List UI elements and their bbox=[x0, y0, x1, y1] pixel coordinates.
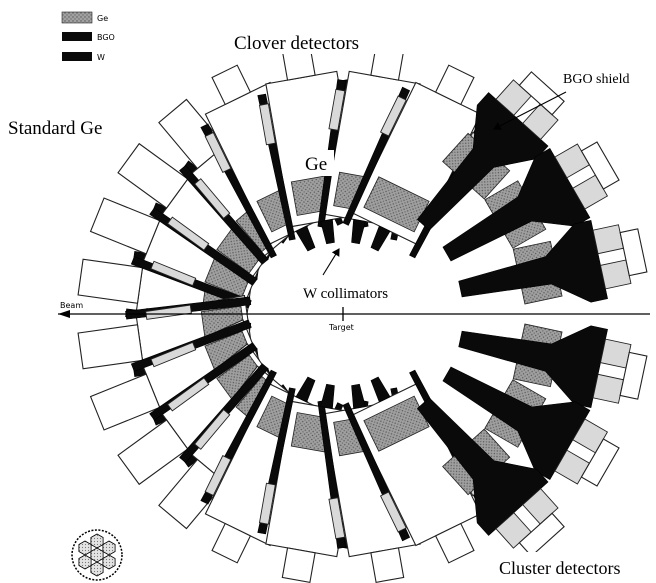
pm-tube bbox=[150, 341, 197, 368]
w-collimator bbox=[295, 376, 316, 403]
cluster-detector-2 bbox=[458, 220, 648, 305]
cluster-face-crystal bbox=[90, 561, 104, 577]
dewar bbox=[518, 71, 565, 116]
dewar bbox=[518, 512, 565, 557]
dewar bbox=[211, 522, 252, 564]
w-collimator bbox=[370, 225, 391, 252]
legend: Ge BGO W bbox=[61, 11, 115, 62]
legend-bgo-label: BGO bbox=[97, 33, 115, 42]
pm-tube bbox=[379, 491, 407, 533]
hexagonal-cluster-face-icon bbox=[71, 529, 123, 581]
w-collimator bbox=[320, 219, 335, 245]
bgo-shield-arrow bbox=[493, 91, 567, 130]
dewar bbox=[281, 547, 316, 583]
cluster-detector-1 bbox=[442, 141, 620, 262]
w-collimator bbox=[351, 383, 366, 409]
pm-tube bbox=[379, 95, 407, 137]
dewar bbox=[158, 458, 226, 530]
cluster-face-crystal bbox=[78, 554, 92, 570]
pm-tube bbox=[150, 260, 197, 287]
pm-tube bbox=[166, 216, 210, 251]
clover-detectors-label: Clover detectors bbox=[234, 33, 359, 54]
cluster-face-crystal bbox=[90, 533, 104, 549]
annotations: Clover detectors Standard Ge Ge BGO shie… bbox=[2, 26, 654, 580]
ge-label: Ge bbox=[305, 154, 327, 175]
legend-ge-swatch bbox=[61, 11, 93, 24]
pm-tube bbox=[204, 455, 232, 497]
pm-tube bbox=[592, 373, 624, 404]
standard-ge-label: Standard Ge bbox=[8, 118, 102, 139]
dewar bbox=[619, 351, 648, 400]
w-collimator-5 bbox=[370, 225, 391, 252]
dewar bbox=[580, 141, 620, 190]
w-collimator bbox=[370, 376, 391, 403]
bgo-shield bbox=[458, 220, 608, 303]
w-collimator-4 bbox=[295, 225, 316, 252]
pm-tube bbox=[328, 497, 346, 540]
pm-tube bbox=[145, 304, 192, 320]
cluster-face-crystal bbox=[102, 540, 116, 556]
w-collimator-3 bbox=[351, 383, 366, 409]
pm-tube bbox=[194, 408, 231, 450]
bgo-shield bbox=[416, 397, 549, 536]
cluster-face-crystal bbox=[102, 554, 116, 570]
dewar bbox=[89, 197, 161, 255]
pm-tube bbox=[258, 482, 276, 525]
cluster-detectors-label: Cluster detectors bbox=[499, 558, 620, 578]
w-collimators-arrow bbox=[322, 248, 340, 276]
cluster-face-crystal bbox=[90, 547, 104, 563]
cluster-detector-4 bbox=[442, 366, 620, 487]
dewar bbox=[370, 547, 405, 583]
dewar bbox=[77, 258, 144, 304]
dewar bbox=[434, 64, 475, 106]
beam-arrow-icon bbox=[58, 310, 70, 318]
legend-bgo-swatch bbox=[62, 32, 92, 41]
bgo-shield-label: BGO shield bbox=[563, 72, 630, 87]
dewar bbox=[117, 142, 189, 209]
cluster-face-crystal bbox=[78, 540, 92, 556]
w-collimator bbox=[295, 225, 316, 252]
pm-tube bbox=[204, 131, 232, 173]
w-collimator-0 bbox=[320, 219, 335, 245]
cluster-detector-0 bbox=[416, 71, 565, 231]
w-collimator bbox=[320, 383, 335, 409]
pm-tube bbox=[328, 88, 346, 131]
bgo-shield bbox=[442, 366, 591, 481]
pm-tube bbox=[166, 377, 210, 412]
w-collimator-2 bbox=[320, 383, 335, 409]
legend-ge-label: Ge bbox=[97, 14, 108, 23]
legend-w-swatch bbox=[62, 52, 92, 61]
w-collimator-7 bbox=[370, 376, 391, 403]
dewar bbox=[77, 324, 144, 370]
w-collimator-6 bbox=[295, 376, 316, 403]
w-collimator bbox=[351, 219, 366, 245]
cluster-detector-3 bbox=[458, 323, 648, 408]
legend-w-label: W bbox=[97, 53, 105, 62]
dewar bbox=[89, 373, 161, 431]
dewar bbox=[211, 64, 252, 106]
dewar bbox=[117, 419, 189, 486]
w-collimator-1 bbox=[351, 219, 366, 245]
dewar bbox=[580, 438, 620, 487]
cluster-detector-5 bbox=[416, 397, 565, 557]
dewar bbox=[434, 522, 475, 564]
dewar bbox=[619, 228, 648, 277]
bgo-shield bbox=[442, 147, 591, 262]
pm-tube bbox=[592, 224, 624, 255]
target-label: Target bbox=[328, 323, 354, 332]
beam-axis bbox=[58, 307, 650, 321]
beam-label: Beam bbox=[60, 301, 83, 310]
w-collimators-label: W collimators bbox=[303, 286, 388, 302]
bgo-shield bbox=[458, 325, 608, 408]
bgo-shield bbox=[416, 92, 549, 231]
pm-tube bbox=[194, 178, 231, 220]
dewar bbox=[158, 98, 226, 170]
detector-ring bbox=[77, 45, 648, 583]
pm-tube bbox=[258, 103, 276, 146]
